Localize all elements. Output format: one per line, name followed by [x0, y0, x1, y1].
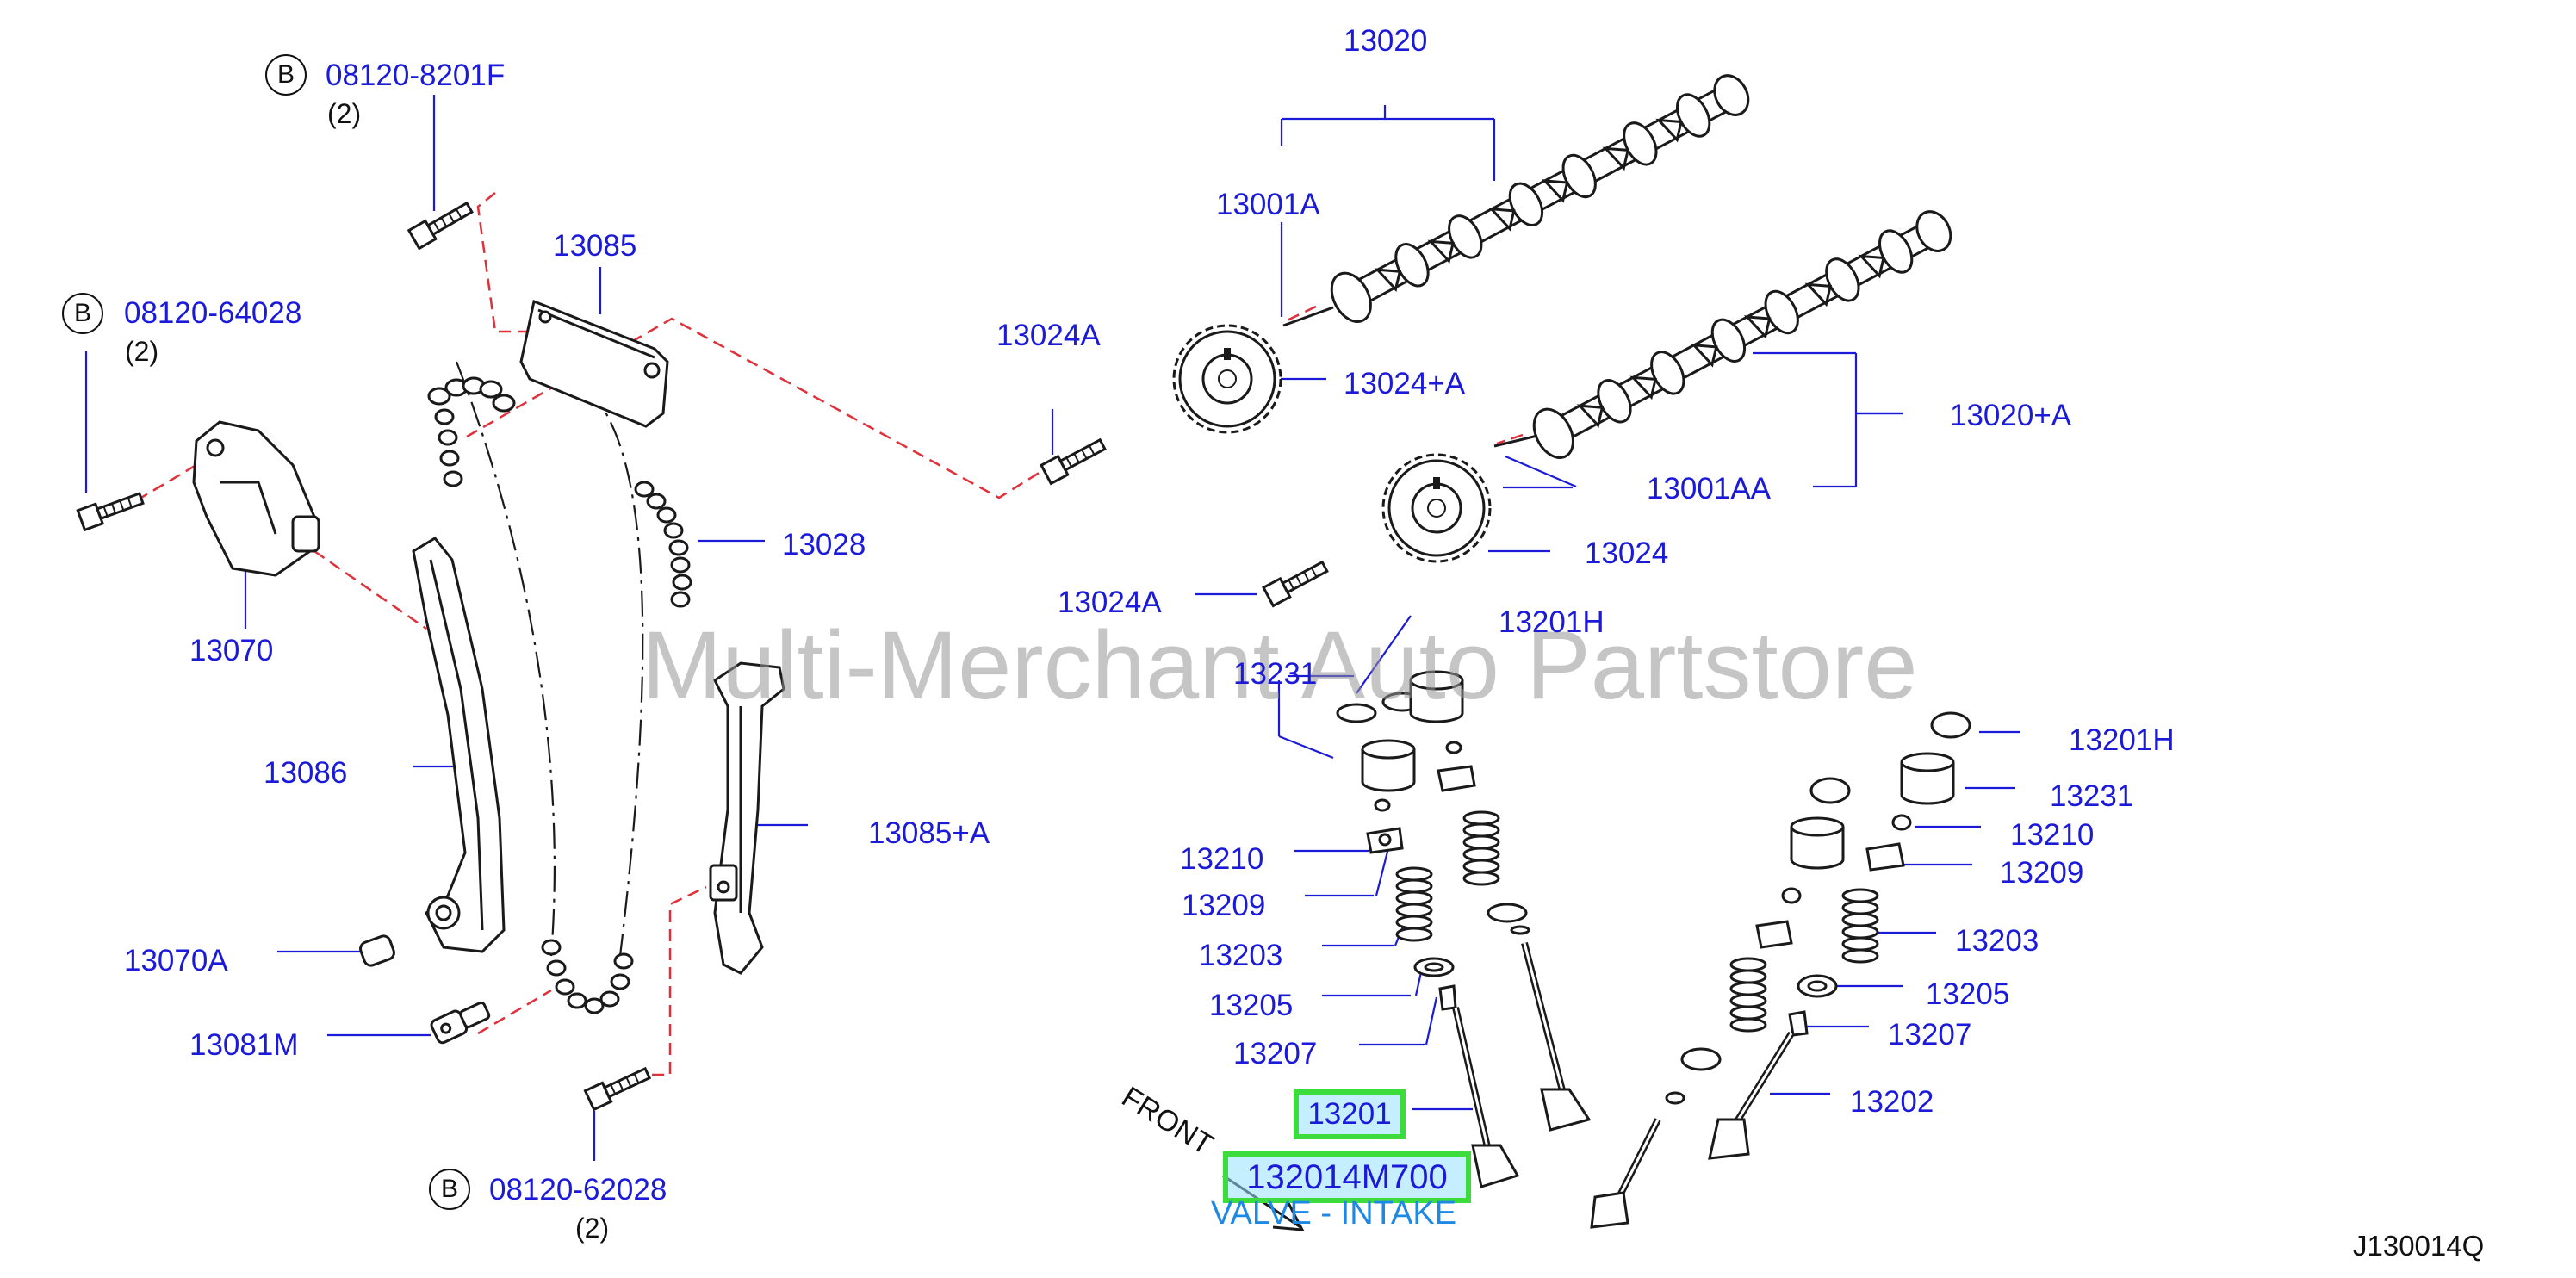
bolt-badge: B — [62, 293, 103, 334]
highlighted-part-number[interactable]: 13201 — [1294, 1089, 1406, 1139]
part-callout-13205[interactable]: 13205 — [1926, 977, 2010, 1011]
part-callout-13202[interactable]: 13202 — [1850, 1085, 1934, 1119]
part-callout-13001AA[interactable]: 13001AA — [1647, 472, 1772, 506]
part-callout-13081M[interactable]: 13081M — [189, 1028, 299, 1062]
bolt-badge: B — [265, 54, 307, 96]
highlighted-oem-number[interactable]: 132014M700 — [1223, 1151, 1471, 1203]
part-callout-13001A[interactable]: 13001A — [1216, 188, 1320, 221]
part-callout-13070A[interactable]: 13070A — [124, 944, 228, 977]
bolt-qty: (2) — [575, 1213, 610, 1244]
part-callout-13203[interactable]: 13203 — [1199, 939, 1283, 972]
part-callout-13070[interactable]: 13070 — [189, 634, 274, 667]
part-callout-13086[interactable]: 13086 — [264, 756, 348, 790]
front-label: FRONT — [1116, 1081, 1219, 1162]
part-callout-13085plusA[interactable]: 13085+A — [868, 816, 990, 850]
bolt-qty: (2) — [327, 98, 362, 129]
part-callout-13209[interactable]: 13209 — [1182, 889, 1266, 922]
part-callout-13231[interactable]: 13231 — [2050, 779, 2134, 813]
part-callout-13024A[interactable]: 13024A — [996, 319, 1101, 352]
part-callout-13203[interactable]: 13203 — [1955, 924, 2039, 958]
watermark: Multi-Merchant Auto Partstore — [642, 611, 1918, 719]
part-description: VALVE - INTAKE — [1211, 1195, 1457, 1231]
part-callout-13210[interactable]: 13210 — [1180, 842, 1264, 876]
part-callout-13207[interactable]: 13207 — [1233, 1037, 1318, 1070]
part-callout-13024plusA[interactable]: 13024+A — [1344, 367, 1466, 400]
part-callout-13210[interactable]: 13210 — [2010, 818, 2095, 852]
part-callout-13205[interactable]: 13205 — [1209, 989, 1294, 1022]
part-callout-13024[interactable]: 13024 — [1585, 537, 1669, 570]
part-callout-13231[interactable]: 13231 — [1233, 657, 1318, 691]
bolt-part-link[interactable]: 08120-64028 — [124, 296, 302, 330]
part-callout-13020plusA[interactable]: 13020+A — [1950, 399, 2072, 432]
bolt-part-link[interactable]: 08120-8201F — [326, 59, 506, 92]
part-callout-13028[interactable]: 13028 — [782, 528, 866, 561]
diagram-reference: J130014Q — [2353, 1230, 2485, 1262]
part-callout-13207[interactable]: 13207 — [1888, 1018, 1972, 1052]
part-callout-13020[interactable]: 13020 — [1344, 24, 1428, 58]
bolt-part-link[interactable]: 08120-62028 — [489, 1173, 667, 1207]
part-callout-13085[interactable]: 13085 — [553, 229, 637, 263]
part-callout-13209[interactable]: 13209 — [2000, 856, 2084, 890]
bolt-badge: B — [429, 1169, 470, 1210]
part-callout-13201H[interactable]: 13201H — [1499, 605, 1605, 639]
part-callout-13201H[interactable]: 13201H — [2069, 723, 2175, 757]
part-callout-13024A[interactable]: 13024A — [1058, 586, 1162, 619]
bolt-qty: (2) — [125, 336, 159, 367]
